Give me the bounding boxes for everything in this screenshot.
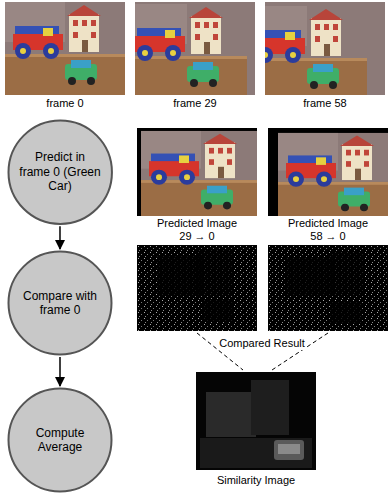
- process-circle: Predict in frame 0 (Green Car): [7, 119, 113, 225]
- node-text: Compare with frame 0: [18, 289, 102, 318]
- circle-shape: [9, 252, 112, 355]
- process-circle: Compare with frame 0: [7, 250, 113, 356]
- image-caption: Similarity Image: [215, 474, 297, 487]
- circle-shape: [8, 120, 111, 223]
- node-text: Compute Average: [18, 426, 102, 455]
- process-circle: Compute Average: [7, 387, 113, 493]
- image-caption: Compared Result: [217, 337, 307, 350]
- image-caption: frame 29: [171, 97, 218, 110]
- image-caption: frame 58: [301, 97, 348, 110]
- image-caption: frame 0: [44, 97, 85, 110]
- node-text: Predict in frame 0 (Green Car): [18, 150, 102, 193]
- flow-arrow: [59, 226, 61, 249]
- image-caption: Predicted Image 58 → 0: [280, 217, 376, 243]
- flow-arrow: [59, 357, 61, 386]
- circle-shape: [9, 389, 112, 492]
- image-caption: Predicted Image 29 → 0: [149, 217, 245, 243]
